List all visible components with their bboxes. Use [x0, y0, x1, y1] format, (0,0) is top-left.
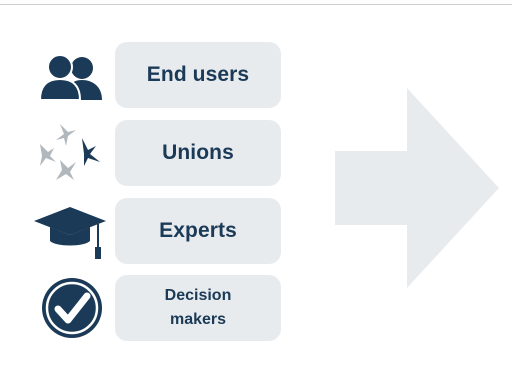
graduation-cap-icon — [34, 207, 106, 259]
checkmark-circle-icon — [42, 278, 102, 338]
experts-box: Experts — [115, 198, 281, 264]
birds-icon — [40, 124, 100, 180]
users-icon — [38, 54, 102, 101]
unions-box: Unions — [115, 120, 281, 186]
decision-makers-box: Decision makers — [115, 275, 281, 341]
end-users-box: End users — [115, 42, 281, 108]
decision-makers-label-line2: makers — [169, 311, 227, 328]
experts-label: Experts — [159, 219, 237, 242]
decision-makers-label-line1: Decision — [164, 287, 232, 304]
top-divider — [0, 4, 512, 5]
end-users-label: End users — [146, 63, 250, 86]
right-arrow-icon — [335, 88, 499, 288]
unions-label: Unions — [162, 141, 234, 164]
